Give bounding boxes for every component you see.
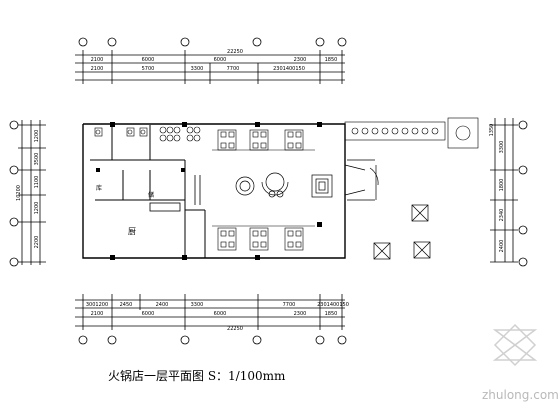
left-dimension: 1200 xyxy=(34,130,40,143)
bottom-dimension-b: 1850 xyxy=(325,311,338,317)
structural-columns xyxy=(96,122,322,260)
right-dimension: 3300 xyxy=(499,141,505,154)
dining-tables-lower xyxy=(212,225,315,251)
top-dimension-b: 6000 xyxy=(214,57,227,63)
drawing-title: 火锅店一层平面图 S：1/100mm xyxy=(108,369,286,383)
bottom-dimension-b: 2100 xyxy=(91,311,104,317)
bottom-dimension-a: 2301400150 xyxy=(317,302,349,308)
right-inner-dimension: 1350 xyxy=(489,124,495,137)
top-dimension-b: 6000 xyxy=(142,57,155,63)
right-dimension: 2400 xyxy=(499,240,505,253)
left-dimension: 2200 xyxy=(34,236,40,249)
room-label-a: 厨 xyxy=(128,227,136,236)
right-dimension: 1800 xyxy=(499,179,505,192)
bottom-dimension-b: 2300 xyxy=(294,311,307,317)
left-dimension: 3500 xyxy=(34,153,40,166)
bottom-overall-dimension: 22250 xyxy=(227,326,243,332)
top-dimension-a: 2100 xyxy=(91,66,104,72)
bottom-dimension-a: 2400 xyxy=(156,302,169,308)
dining-tables-upper xyxy=(212,129,315,151)
left-dimension-ticks xyxy=(18,124,46,263)
outdoor-tables xyxy=(373,204,431,260)
watermark-text: zhulong.com xyxy=(482,388,559,402)
top-overall-dimension: 22250 xyxy=(227,49,243,55)
building-walls xyxy=(82,123,346,259)
left-grid-bubbles xyxy=(9,120,19,267)
center-round-tables xyxy=(235,172,289,198)
top-dimension-a: 2301400150 xyxy=(273,66,305,72)
outdoor-planters xyxy=(344,117,479,149)
top-dimension-ticks xyxy=(82,50,343,84)
left-dimension: 1100 xyxy=(34,176,40,189)
bottom-grid-bubbles xyxy=(78,335,347,345)
right-dimension: 2340 xyxy=(499,209,505,222)
top-dimension-b: 2300 xyxy=(294,57,307,63)
bottom-dimension-a: 7700 xyxy=(283,302,296,308)
left-dimension: 1200 xyxy=(34,202,40,215)
room-label-c: 库 xyxy=(96,185,103,192)
top-dimension-a: 3300 xyxy=(191,66,204,72)
bottom-dimension-a: 3300 xyxy=(191,302,204,308)
right-grid-bubbles xyxy=(518,120,528,267)
restroom-fixtures xyxy=(94,127,148,137)
top-dimension-b: 1850 xyxy=(325,57,338,63)
room-label-b: 储 xyxy=(148,192,155,199)
top-dimension-a: 5700 xyxy=(142,66,155,72)
bottom-dimension-b: 6000 xyxy=(142,311,155,317)
left-overall-dimension: 10200 xyxy=(16,185,22,201)
watermark-logo xyxy=(492,323,538,367)
bottom-dimension-ticks xyxy=(82,294,343,330)
bottom-dimension-a: 3001200 xyxy=(86,302,108,308)
right-dimension-ticks xyxy=(490,124,518,263)
top-dimension-a: 7700 xyxy=(227,66,240,72)
top-grid-bubbles xyxy=(78,37,347,47)
bottom-dimension-a: 2450 xyxy=(120,302,133,308)
reception-counter xyxy=(311,159,375,201)
round-stools-row xyxy=(159,126,201,142)
bottom-dimension-b: 6000 xyxy=(214,311,227,317)
entrance-doors xyxy=(344,164,379,200)
top-dimension-b: 2100 xyxy=(91,57,104,63)
